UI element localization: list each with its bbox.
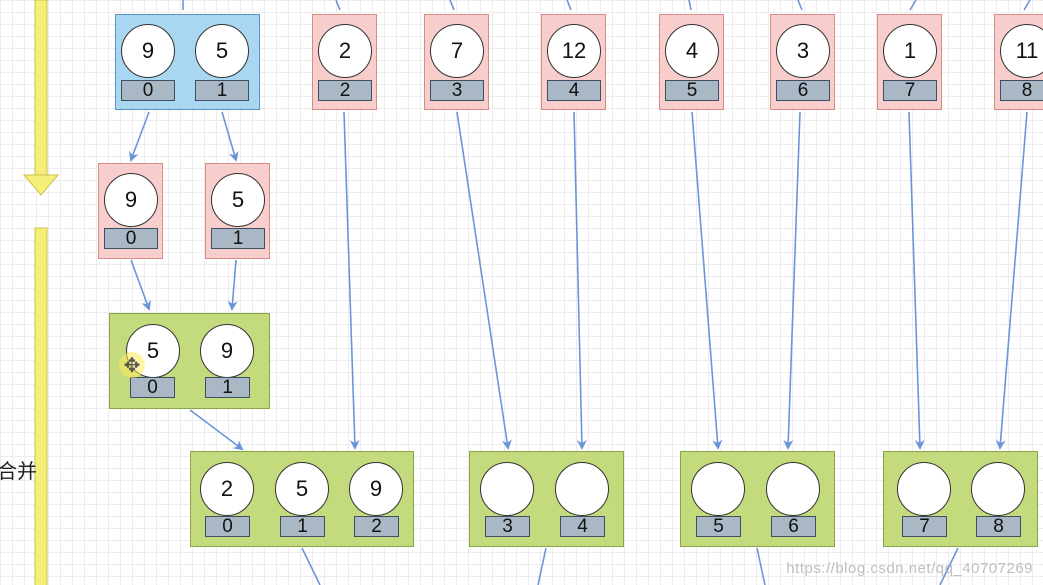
connector-arrow: [566, 0, 572, 11]
value-circle: 11: [1000, 24, 1043, 78]
value-circle: 9: [349, 462, 403, 516]
value-circle: 5: [275, 462, 329, 516]
connector-arrow: [537, 547, 547, 585]
merged-box-0-1: 5 0 9 1: [109, 313, 270, 409]
index-label: 1: [205, 377, 250, 398]
connector-arrow: [908, 111, 925, 450]
connector-arrow: [129, 111, 150, 162]
index-label: 0: [205, 516, 250, 537]
index-label: 8: [1000, 80, 1043, 101]
index-label: 0: [121, 80, 175, 101]
watermark: https://blog.csdn.net/qq_40707269: [786, 560, 1033, 577]
value-circle: 2: [200, 462, 254, 516]
index-label: 4: [560, 516, 605, 537]
connector-arrow: [756, 547, 766, 585]
connector-arrow: [130, 259, 151, 311]
value-circle: 5: [195, 24, 249, 78]
split-phase-arrow: [22, 0, 60, 196]
index-label: 2: [354, 516, 399, 537]
value-circle: 1: [883, 24, 937, 78]
merged-box-0-2: 2 0 5 1 9 2: [190, 451, 414, 547]
index-label: 0: [104, 228, 158, 249]
move-cursor-icon: ✥: [119, 352, 145, 378]
connector-arrow: [909, 0, 917, 11]
value-circle: 4: [665, 24, 719, 78]
value-circle: 3: [776, 24, 830, 78]
array-box-2: 2 2: [312, 14, 377, 110]
value-circle: 2: [318, 24, 372, 78]
array-box-7: 1 7: [877, 14, 942, 110]
connector-arrow: [995, 111, 1028, 450]
index-label: 5: [665, 80, 719, 101]
index-label: 1: [195, 80, 249, 101]
connector-arrow: [301, 547, 321, 585]
index-label: 7: [902, 516, 947, 537]
index-label: 4: [547, 80, 601, 101]
value-circle: 7: [430, 24, 484, 78]
value-circle: 12: [547, 24, 601, 78]
array-box-8: 11 8: [994, 14, 1043, 110]
value-circle: 5: [211, 173, 265, 227]
array-box-4: 12 4: [541, 14, 606, 110]
connector-arrow: [227, 259, 238, 311]
connector-arrow: [1023, 0, 1031, 11]
index-label: 5: [696, 516, 741, 537]
connector-arrow: [335, 0, 341, 11]
index-label: 3: [485, 516, 530, 537]
connector-arrow: [221, 111, 239, 162]
value-circle: [480, 462, 534, 516]
merge-phase-label: 合并: [0, 459, 37, 483]
index-label: 2: [318, 80, 372, 101]
array-box-0-1: 9 0 5 1: [115, 14, 260, 110]
array-box-3: 7 3: [424, 14, 489, 110]
index-label: 1: [280, 516, 325, 537]
connector-arrow: [573, 111, 587, 450]
array-box-split-0: 9 0: [98, 163, 163, 259]
value-circle: [766, 462, 820, 516]
value-circle: [691, 462, 745, 516]
connector-arrow: [797, 0, 803, 11]
connector-arrow: [343, 111, 360, 450]
value-circle: 9: [104, 173, 158, 227]
value-circle: [897, 462, 951, 516]
connector-arrow: [691, 111, 723, 450]
connector-arrow: [783, 111, 801, 450]
index-label: 0: [130, 377, 175, 398]
merge-phase-bar: [34, 227, 48, 585]
merged-box-7-8: 7 8: [883, 451, 1038, 547]
value-circle: 9: [121, 24, 175, 78]
connector-arrow: [189, 409, 244, 451]
merged-box-3-4: 3 4: [469, 451, 624, 547]
index-label: 6: [771, 516, 816, 537]
index-label: 6: [776, 80, 830, 101]
value-circle: [555, 462, 609, 516]
connector-arrow: [688, 0, 692, 11]
array-box-split-1: 5 1: [205, 163, 270, 259]
connector-arrow: [449, 0, 455, 11]
index-label: 8: [976, 516, 1021, 537]
index-label: 1: [211, 228, 265, 249]
connector-arrow: [456, 111, 512, 450]
index-label: 7: [883, 80, 937, 101]
value-circle: 9: [200, 324, 254, 378]
array-box-5: 4 5: [659, 14, 724, 110]
merged-box-5-6: 5 6: [680, 451, 835, 547]
array-box-6: 3 6: [770, 14, 835, 110]
index-label: 3: [430, 80, 484, 101]
connector-arrow: [939, 547, 959, 585]
value-circle: [971, 462, 1025, 516]
